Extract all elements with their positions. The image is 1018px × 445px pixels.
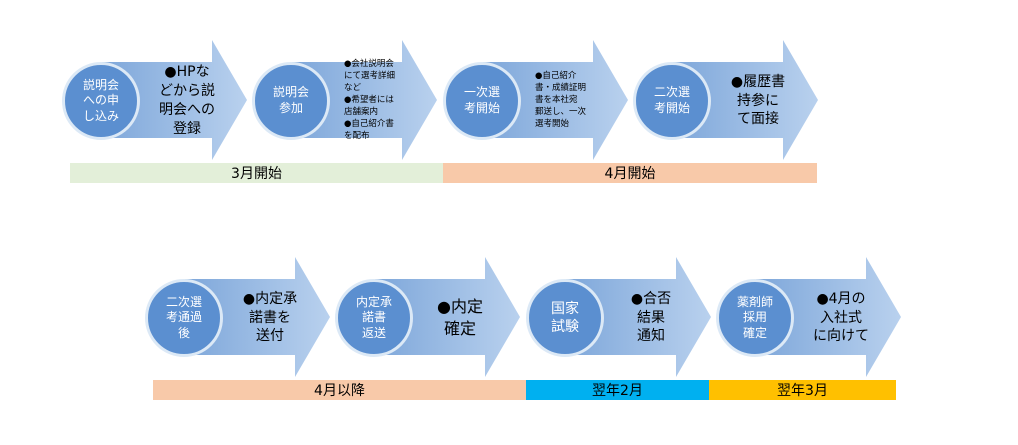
timeline-label: 4月開始	[604, 166, 656, 182]
process-step: 説明会 への申 し込み ●HPな どから説 明会への 登録	[62, 40, 247, 160]
timeline-bar: 翌年3月	[709, 380, 896, 400]
step-description: ●合否 結果 通知	[630, 290, 672, 345]
chevron-arrow-icon	[566, 257, 711, 377]
process-step: 一次選 考開始 ●自己紹介 書・成績証明 書を本社宛 郵送し、一次 選考開始	[443, 40, 628, 160]
timeline-bar: 4月以降	[153, 380, 526, 400]
step-circle: 一次選 考開始	[443, 62, 521, 140]
step-description: ●自己紹介 書・成績証明 書を本社宛 郵送し、一次 選考開始	[535, 71, 587, 129]
step-circle: 国家 試験	[526, 279, 604, 357]
timeline-bar: 3月開始	[70, 163, 443, 183]
timeline-bar: 翌年2月	[526, 380, 709, 400]
step-circle: 二次選 考開始	[633, 62, 711, 140]
step-description: ●履歴書 持参に て面接	[730, 73, 786, 128]
timeline-bar: 4月開始	[443, 163, 817, 183]
process-step: 国家 試験 ●合否 結果 通知	[526, 257, 711, 377]
step-description: ●内定承 諾書を 送付	[242, 290, 298, 345]
step-description: ●内定 確定	[437, 297, 483, 338]
chevron-arrow-icon	[292, 40, 437, 160]
step-circle: 薬剤師 採用 確定	[716, 279, 794, 357]
timeline-label: 翌年3月	[777, 383, 828, 399]
step-description: ●HPな どから説 明会への 登録	[159, 64, 215, 137]
step-circle: 説明会 参加	[252, 62, 330, 140]
step-circle: 説明会 への申 し込み	[62, 62, 140, 140]
process-step: 二次選 考通過 後 ●内定承 諾書を 送付	[145, 257, 330, 377]
chevron-arrow-icon	[483, 40, 628, 160]
timeline-label: 3月開始	[231, 166, 282, 182]
timeline-label: 4月以降	[314, 383, 365, 399]
chevron-arrow-icon	[756, 257, 901, 377]
chevron-arrow-icon	[375, 257, 520, 377]
process-step: 内定承 諾書 返送 ●内定 確定	[335, 257, 520, 377]
chevron-arrow-icon	[185, 257, 330, 377]
process-step: 二次選 考開始 ●履歴書 持参に て面接	[633, 40, 818, 160]
process-step: 説明会 参加 ●会社説明会 にて選考詳細 など ●希望者には 店舗案内 ●自己紹…	[252, 40, 437, 160]
chevron-arrow-icon	[673, 40, 818, 160]
step-description: ●会社説明会 にて選考詳細 など ●希望者には 店舗案内 ●自己紹介書 を配布	[344, 59, 396, 141]
step-description: ●4月の 入社式 に向けて	[813, 290, 869, 345]
step-circle: 内定承 諾書 返送	[335, 279, 413, 357]
timeline-label: 翌年2月	[592, 383, 643, 399]
process-step: 薬剤師 採用 確定 ●4月の 入社式 に向けて	[716, 257, 901, 377]
step-circle: 二次選 考通過 後	[145, 279, 223, 357]
chevron-arrow-icon	[102, 40, 247, 160]
